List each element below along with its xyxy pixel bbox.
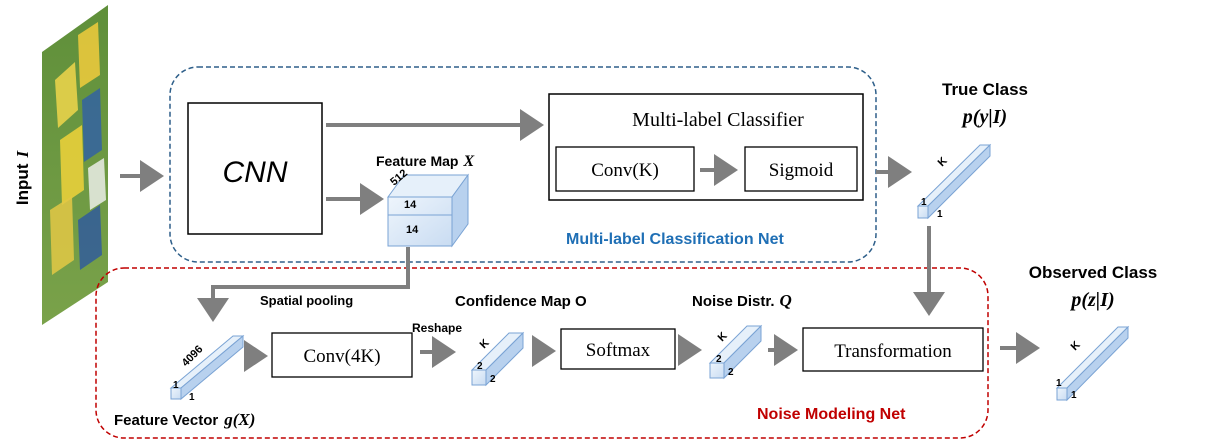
spatial-pooling-label: Spatial pooling <box>260 293 353 308</box>
transformation-box <box>802 327 984 372</box>
confidence-map-label: Confidence Map O <box>455 293 587 310</box>
feature-map-height: 14 <box>404 199 417 211</box>
multilabel-classifier-title: Multi-label Classifier <box>632 109 804 131</box>
noise-distr-cube <box>708 324 763 380</box>
feature-map-cube <box>387 173 469 248</box>
conv4k-label: Conv(4K) <box>303 346 380 367</box>
sigmoid-label: Sigmoid <box>769 160 834 181</box>
input-image <box>42 5 108 325</box>
transformation-label: Transformation <box>834 341 952 362</box>
observed-class-dim-b: 1 <box>1071 390 1077 401</box>
observed-class-label: Observed Class <box>1029 263 1158 282</box>
true-class-formula: p(y|I) <box>961 106 1007 128</box>
observed-class-vector <box>1055 325 1130 402</box>
confidence-map-dim-b: 2 <box>490 374 496 385</box>
conv-k-box <box>555 146 695 192</box>
true-class-dim-a: 1 <box>921 197 927 208</box>
true-class-k: K <box>936 155 950 169</box>
noise-distr-dim-b: 2 <box>728 367 734 378</box>
noise-net-region <box>95 267 989 439</box>
noise-net-label: Noise Modeling Net <box>757 406 906 423</box>
multilabel-net-label: Multi-label Classification Net <box>566 231 784 248</box>
reshape-label: Reshape <box>412 321 462 335</box>
noise-distr-dim-a: 2 <box>716 354 722 365</box>
observed-class-dim-a: 1 <box>1056 378 1062 389</box>
true-class-vector <box>916 143 992 220</box>
confidence-map-dim-a: 2 <box>477 361 483 372</box>
conv-k-label: Conv(K) <box>591 160 659 181</box>
softmax-box <box>560 328 676 370</box>
noise-distr-label: Noise Distr.Q <box>692 291 792 310</box>
conv4k-box <box>271 332 413 378</box>
observed-class-k: K <box>1069 339 1083 353</box>
sigmoid-box <box>744 146 858 192</box>
cnn-box <box>187 102 323 235</box>
true-class-dim-b: 1 <box>937 209 943 220</box>
confidence-map-cube <box>470 331 525 387</box>
noise-distr-k: K <box>716 330 730 344</box>
softmax-label: Softmax <box>586 340 651 361</box>
multilabel-net-region <box>169 66 877 263</box>
arrow-feature-map-to-pooling <box>197 247 410 322</box>
true-class-label: True Class <box>942 80 1028 99</box>
observed-class-formula: p(z|I) <box>1069 289 1114 311</box>
input-label: InputI <box>13 150 32 206</box>
cnn-label: CNN <box>223 156 288 189</box>
feature-map-width: 14 <box>406 224 419 236</box>
feature-vector-cube <box>169 334 245 401</box>
confidence-map-k: K <box>478 337 492 351</box>
feature-vector-dim-a: 1 <box>173 380 179 391</box>
feature-vector-dim-b: 1 <box>189 392 195 403</box>
